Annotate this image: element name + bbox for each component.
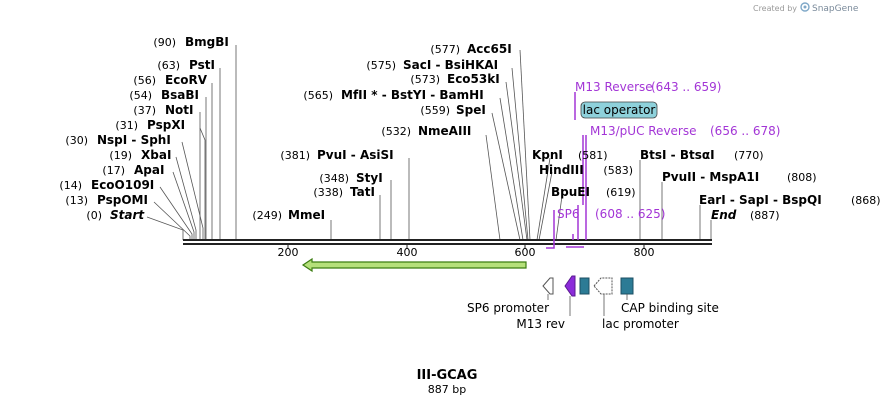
sp6-promoter-glyph bbox=[542, 277, 554, 295]
site-pos: (37) bbox=[133, 104, 156, 117]
primer-sp6-range: (608 .. 625) bbox=[595, 207, 665, 221]
cut-lines bbox=[146, 45, 712, 241]
site-pos: (90) bbox=[153, 36, 176, 49]
site-pos: (348) bbox=[319, 172, 349, 185]
credit-prefix: Created by bbox=[753, 4, 797, 13]
feature-leaders bbox=[547, 294, 628, 316]
site-pos: (56) bbox=[133, 74, 156, 87]
orf-arrow[interactable] bbox=[301, 257, 527, 273]
site-name[interactable]: MfII * - BstYI - BamHI bbox=[341, 88, 484, 102]
site-name[interactable]: PvuI - AsiSI bbox=[317, 148, 394, 162]
site-pos: (381) bbox=[280, 149, 310, 162]
site-pos: (583) bbox=[603, 164, 633, 177]
lac-operator-label: lac operator bbox=[583, 103, 656, 117]
primer-marks bbox=[546, 92, 587, 249]
primer-m13-reverse-range: (643 .. 659) bbox=[651, 80, 721, 94]
cap-site-label: CAP binding site bbox=[621, 301, 719, 315]
site-pos: (581) bbox=[578, 149, 608, 162]
site-pos: (17) bbox=[102, 164, 125, 177]
site-pos: (338) bbox=[313, 186, 343, 199]
lac-operator-box[interactable] bbox=[580, 101, 658, 119]
site-pos: (13) bbox=[65, 194, 88, 207]
primer-m13-puc-reverse-range: (656 .. 678) bbox=[710, 124, 780, 138]
primer-m13-reverse[interactable]: M13 Reverse bbox=[575, 80, 653, 94]
site-name[interactable]: XbaI bbox=[141, 148, 171, 162]
sequence-end-label: End bbox=[711, 208, 737, 222]
site-name[interactable]: StyI bbox=[356, 171, 383, 185]
site-pos: (770) bbox=[734, 149, 764, 162]
site-pos: (808) bbox=[787, 171, 817, 184]
cap-site-glyph bbox=[620, 277, 634, 295]
site-pos: (14) bbox=[59, 179, 82, 192]
snapgene-logo-icon bbox=[800, 2, 810, 12]
site-pos: (559) bbox=[420, 104, 450, 117]
site-pos: (887) bbox=[750, 209, 780, 222]
site-pos: (0) bbox=[86, 209, 102, 222]
site-name[interactable]: ApaI bbox=[134, 163, 164, 177]
site-name[interactable]: PspOMI bbox=[97, 193, 148, 207]
lac-promoter-glyph bbox=[593, 277, 613, 295]
site-name[interactable]: TatI bbox=[350, 185, 375, 199]
site-pos: (577) bbox=[430, 43, 460, 56]
lac-operator-glyph bbox=[579, 277, 590, 295]
site-pos: (54) bbox=[129, 89, 152, 102]
tick-600: 600 bbox=[515, 246, 536, 259]
sequence-backbone bbox=[183, 239, 712, 249]
tick-400: 400 bbox=[397, 246, 418, 259]
site-name[interactable]: BsaBI bbox=[161, 88, 199, 102]
site-name[interactable]: NspI - SphI bbox=[97, 133, 171, 147]
tick-800: 800 bbox=[634, 246, 655, 259]
site-pos: (868) bbox=[851, 194, 881, 207]
map-length: 887 bp bbox=[428, 383, 466, 396]
site-pos: (575) bbox=[366, 59, 396, 72]
site-name[interactable]: KpnI bbox=[532, 148, 563, 162]
site-pos: (565) bbox=[303, 89, 333, 102]
primer-sp6[interactable]: SP6 bbox=[557, 207, 580, 221]
site-pos: (573) bbox=[410, 73, 440, 86]
site-name[interactable]: SacI - BsiHKAI bbox=[403, 58, 498, 72]
site-name[interactable]: PspXI bbox=[147, 118, 185, 132]
site-name[interactable]: PvuII - MspA1I bbox=[662, 170, 759, 184]
site-pos: (30) bbox=[65, 134, 88, 147]
site-name[interactable]: MmeI bbox=[288, 208, 325, 222]
site-name[interactable]: PstI bbox=[189, 58, 215, 72]
site-name[interactable]: EcoRV bbox=[165, 73, 208, 87]
site-name[interactable]: NmeAIII bbox=[418, 124, 471, 138]
map-title: III-GCAG bbox=[417, 368, 478, 383]
site-name[interactable]: EcoO109I bbox=[91, 178, 154, 192]
lac-promoter-label: lac promoter bbox=[602, 317, 679, 331]
feature-glyphs[interactable] bbox=[542, 275, 634, 297]
site-pos: (249) bbox=[252, 209, 282, 222]
site-name[interactable]: BmgBI bbox=[185, 35, 229, 49]
site-pos: (532) bbox=[381, 125, 411, 138]
credit-brand: SnapGene bbox=[812, 4, 859, 14]
site-pos: (31) bbox=[115, 119, 138, 132]
site-name[interactable]: Eco53kI bbox=[447, 72, 500, 86]
site-name[interactable]: SpeI bbox=[456, 103, 486, 117]
sp6-promoter-label: SP6 promoter bbox=[467, 301, 549, 315]
site-pos: (19) bbox=[109, 149, 132, 162]
m13-rev-glyph bbox=[564, 275, 576, 297]
site-name[interactable]: EarI - SapI - BspQI bbox=[699, 193, 822, 207]
primer-m13-puc-reverse[interactable]: M13/pUC Reverse bbox=[590, 124, 697, 138]
site-pos: (619) bbox=[606, 186, 636, 199]
site-pos: (63) bbox=[157, 59, 180, 72]
m13-rev-label: M13 rev bbox=[516, 317, 565, 331]
site-name[interactable]: BtsI - BtsαI bbox=[640, 148, 715, 162]
site-name[interactable]: Acc65I bbox=[467, 42, 512, 56]
sequence-start-label: Start bbox=[110, 208, 145, 222]
site-name[interactable]: NotI bbox=[165, 103, 194, 117]
site-name[interactable]: HindIII bbox=[539, 163, 584, 177]
site-name[interactable]: BpuEI bbox=[551, 185, 590, 199]
tick-200: 200 bbox=[278, 246, 299, 259]
